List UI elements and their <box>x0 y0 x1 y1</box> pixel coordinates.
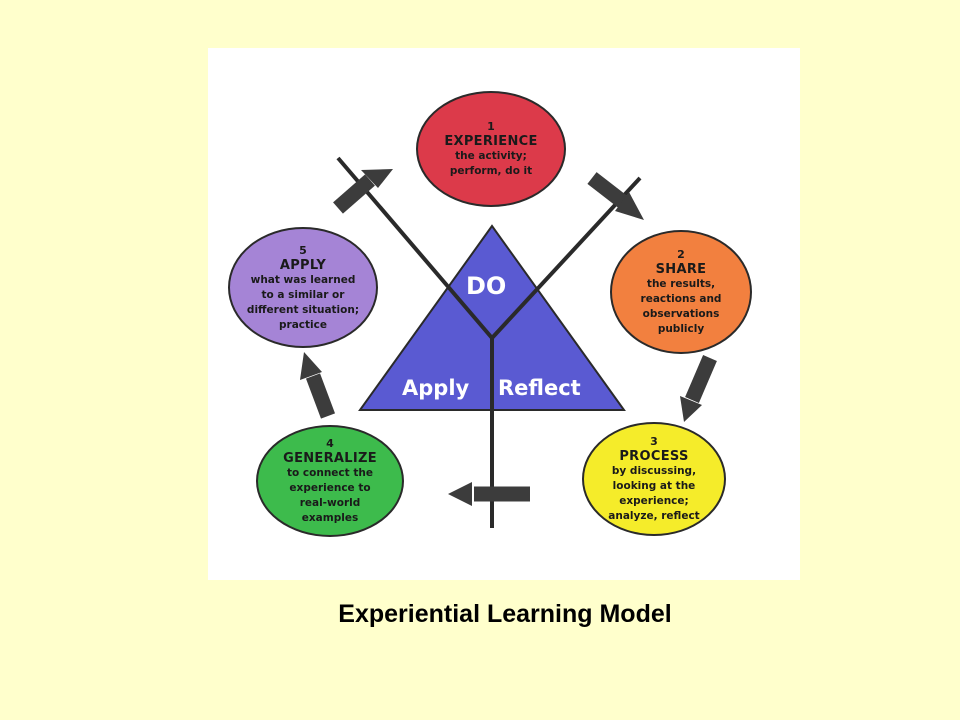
stage-apply: 5 APPLY what was learned to a similar or… <box>228 227 378 348</box>
stage-description: what was learned to a similar or differe… <box>246 273 360 331</box>
stage-number: 2 <box>677 248 685 261</box>
arrow-process-to-generalize <box>448 482 530 506</box>
stage-name: PROCESS <box>619 449 689 464</box>
cycle-diagram <box>300 156 717 528</box>
stage-share: 2 SHARE the results, reactions and obser… <box>610 230 752 354</box>
stage-generalize: 4 GENERALIZE to connect the experience t… <box>256 425 404 537</box>
stage-experience: 1 EXPERIENCE the activity; perform, do i… <box>416 91 566 207</box>
caption: Experiential Learning Model <box>338 600 672 628</box>
stage-description: the results, reactions and observations … <box>640 278 722 335</box>
arrow-apply-to-experience <box>333 169 393 214</box>
arrow-experience-to-share <box>587 172 644 220</box>
triangle-label-reflect: Reflect <box>498 376 581 400</box>
arrow-share-to-process <box>680 355 717 422</box>
stage-number: 5 <box>299 243 307 257</box>
triangle-label-do: DO <box>466 272 507 300</box>
stage-name: SHARE <box>655 262 707 277</box>
stage-description: to connect the experience to real-world … <box>287 467 373 524</box>
stage-description: the activity; perform, do it <box>449 150 533 177</box>
stage-name: GENERALIZE <box>283 451 377 466</box>
arrow-generalize-to-apply <box>300 352 336 419</box>
stage-number: 1 <box>487 120 495 133</box>
stage-number: 3 <box>650 435 658 448</box>
stage-process: 3 PROCESS by discussing, looking at the … <box>582 422 726 536</box>
stage-number: 4 <box>326 437 334 450</box>
stage-name: EXPERIENCE <box>444 134 538 149</box>
stage-name: APPLY <box>279 257 327 273</box>
stage-description: by discussing, looking at the experience… <box>608 465 700 522</box>
diagram-panel: DO Apply Reflect 1 EXPERIENCE the activi… <box>208 48 800 580</box>
triangle-label-apply: Apply <box>402 376 470 400</box>
